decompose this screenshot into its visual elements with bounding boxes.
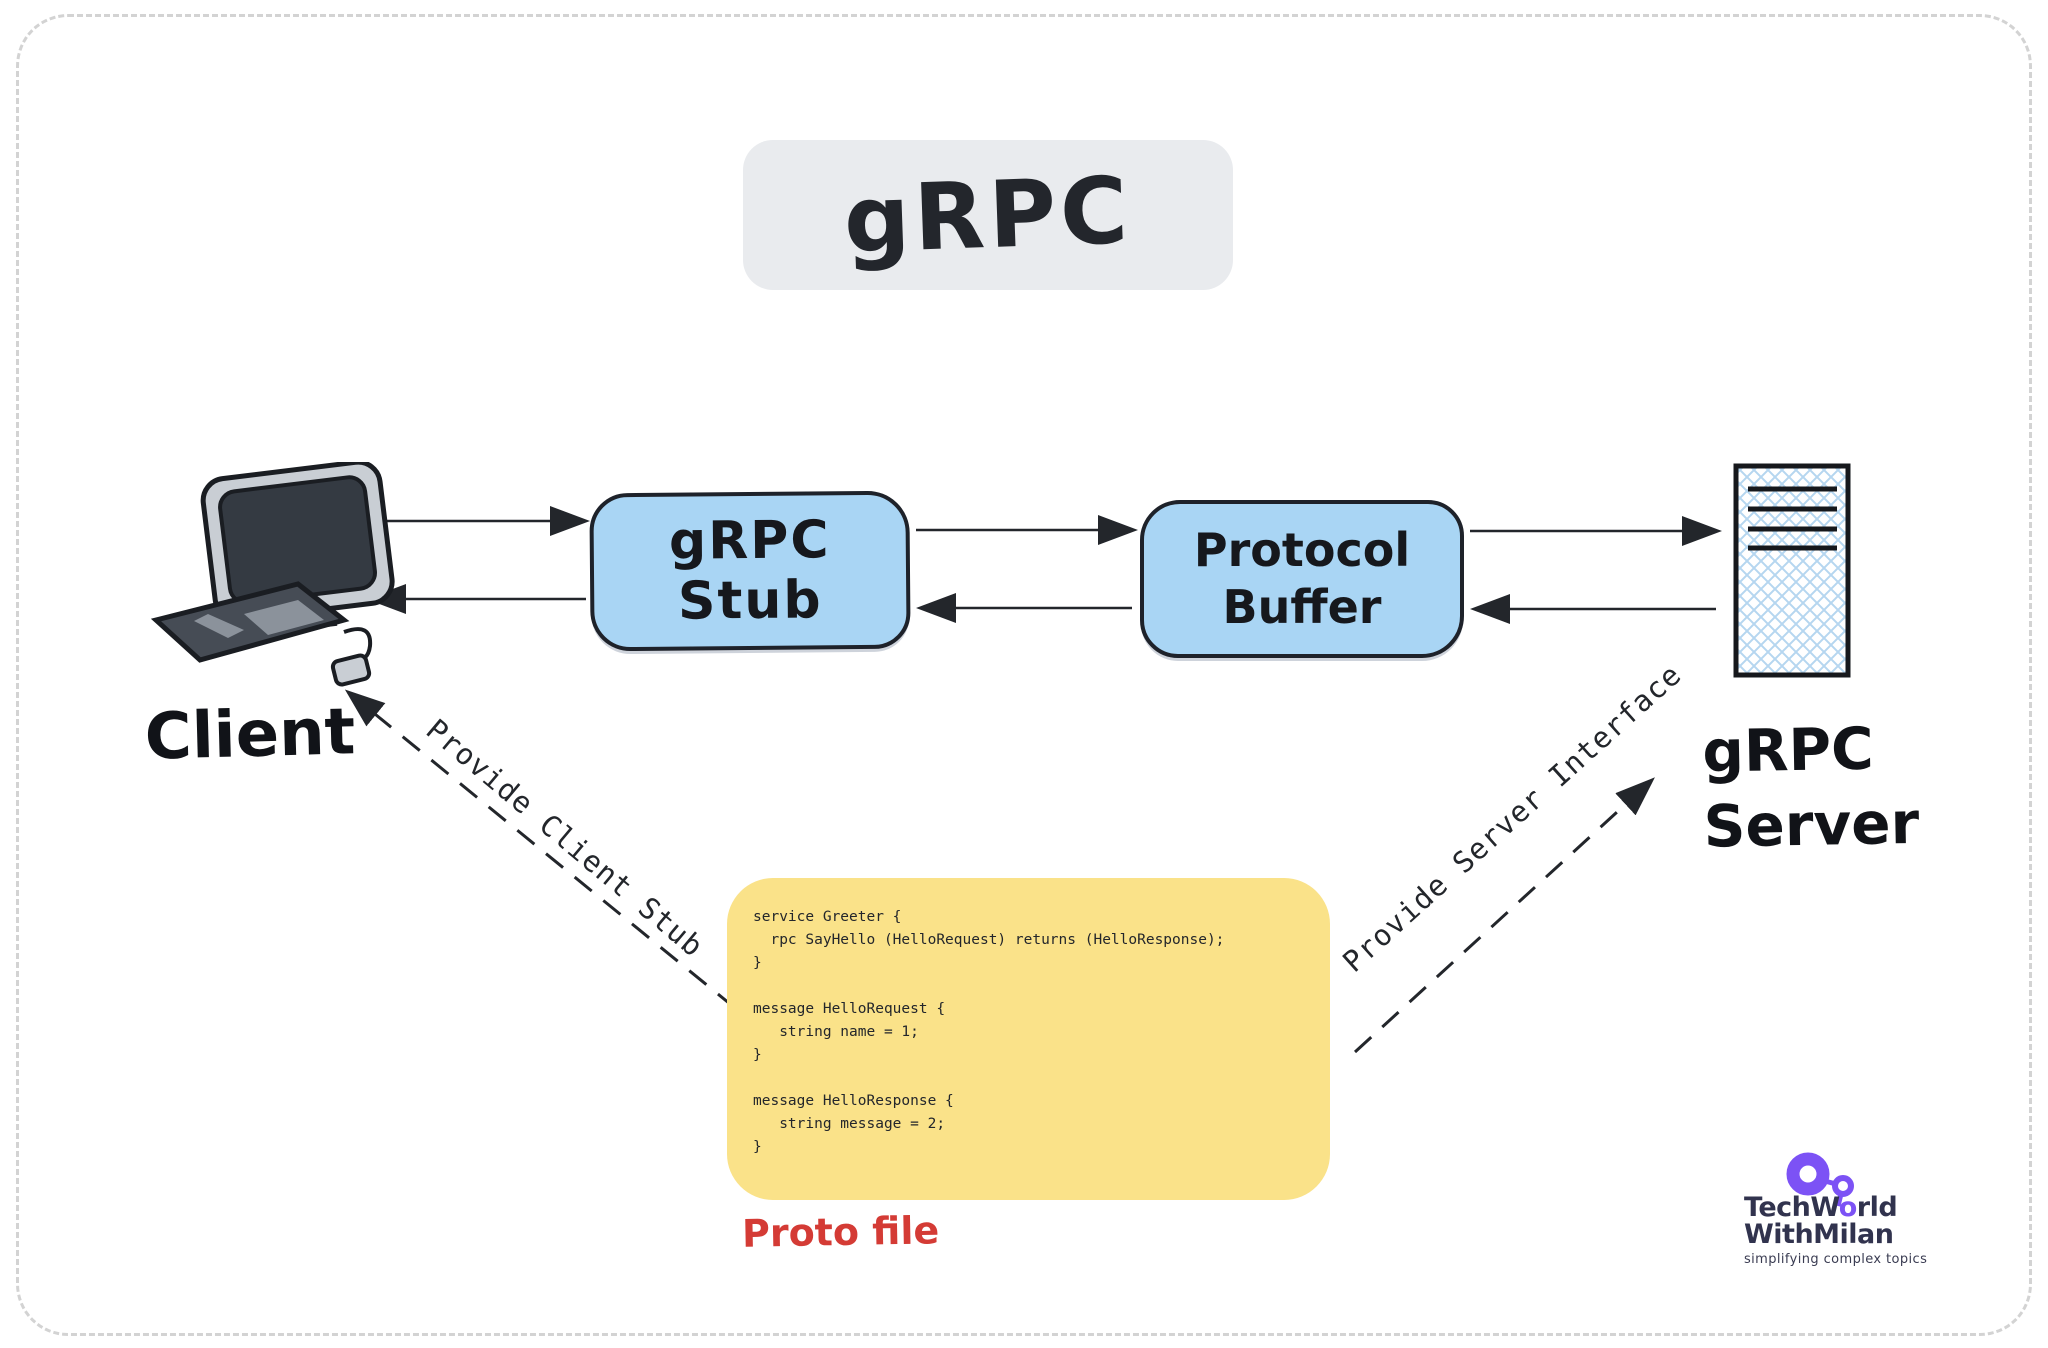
node-protocol-buffer: Protocol Buffer — [1140, 500, 1464, 658]
proto-file-box: service Greeter { rpc SayHello (HelloReq… — [727, 878, 1330, 1200]
molecule-icon — [1786, 1152, 1854, 1207]
grpc-server-label: gRPC Server — [1701, 714, 1920, 861]
client-label: Client — [143, 695, 357, 775]
node-grpc-stub: gRPC Stub — [589, 490, 911, 652]
diagram-title: gRPC — [743, 140, 1233, 290]
server-icon — [1733, 463, 1851, 678]
grpc-stub-label: gRPC Stub — [668, 510, 831, 632]
proto-file-caption: Proto file — [741, 1208, 940, 1256]
client-computer-icon — [150, 462, 395, 687]
brand-line2: WithMilan — [1744, 1219, 1894, 1250]
brand-logo-text: TechWorld WithMilan simplifying complex … — [1744, 1194, 1927, 1270]
dashed-arrow-proto-to-client — [344, 689, 736, 1010]
canvas-dashed-border — [16, 14, 2032, 1336]
protocol-buffer-label: Protocol Buffer — [1193, 522, 1411, 635]
dashed-arrow-proto-to-server — [1353, 777, 1655, 1054]
brand-tagline: simplifying complex topics — [1744, 1252, 1928, 1267]
proto-file-code: service Greeter { rpc SayHello (HelloReq… — [753, 909, 1225, 1155]
brand-line1: TechWorld — [1744, 1192, 1898, 1223]
brand-purple-o: o — [1838, 1192, 1858, 1223]
